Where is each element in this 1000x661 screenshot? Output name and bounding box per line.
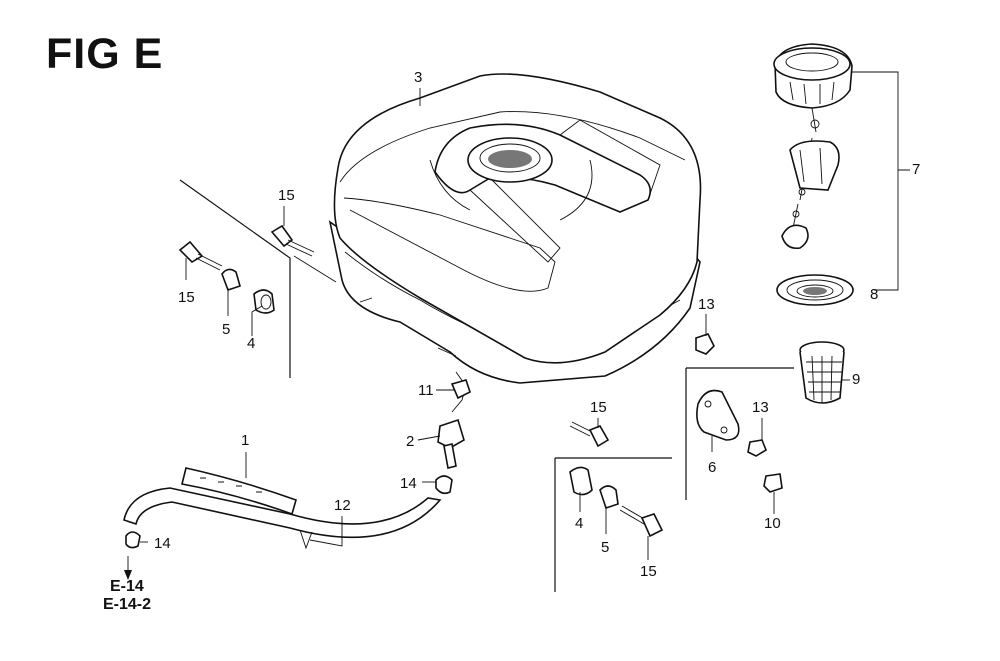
figure-title: FIG E (46, 30, 164, 78)
callout-15-left: 15 (178, 289, 195, 306)
cap-gasket-drawing (776, 274, 854, 306)
lower-bolt-drawing (569, 421, 610, 448)
callout-3: 3 (414, 69, 423, 86)
callout-5-left: 5 (222, 321, 231, 338)
callout-13-tank: 13 (698, 296, 715, 313)
left-fasteners-drawing (178, 224, 315, 314)
leader-lines (124, 71, 910, 580)
callout-15-lower: 15 (590, 399, 607, 416)
callout-7: 7 (912, 161, 921, 178)
callout-15-top: 15 (278, 187, 295, 204)
callout-2: 2 (406, 433, 415, 450)
callout-14-valve: 14 (400, 475, 417, 492)
tank-nut-drawing (695, 333, 715, 355)
fuel-lines-drawing (123, 467, 442, 550)
callout-4-left: 4 (247, 335, 256, 352)
callout-12: 12 (334, 497, 351, 514)
reference-e-14-2[interactable]: E-14-2 (103, 596, 152, 613)
callout-8: 8 (870, 286, 879, 303)
fuel-tank-drawing (328, 73, 702, 384)
fuel-valve-drawing (435, 371, 471, 495)
callout-4-right: 4 (575, 515, 584, 532)
fuel-strainer-drawing (799, 341, 845, 404)
callout-1: 1 (241, 432, 250, 449)
bracket-drawing (696, 389, 783, 493)
reference-e-14[interactable]: E-14 (110, 578, 144, 595)
callout-9: 9 (852, 371, 861, 388)
right-fasteners-drawing (569, 466, 664, 538)
callout-10: 10 (764, 515, 781, 532)
callout-14-hose: 14 (154, 535, 171, 552)
callout-13-bracket: 13 (752, 399, 769, 416)
callout-15-right: 15 (640, 563, 657, 580)
callout-6: 6 (708, 459, 717, 476)
callout-11: 11 (418, 382, 434, 399)
section-outlines (179, 179, 794, 592)
fuel-cap-drawing (773, 43, 853, 250)
callout-5-right: 5 (601, 539, 610, 556)
